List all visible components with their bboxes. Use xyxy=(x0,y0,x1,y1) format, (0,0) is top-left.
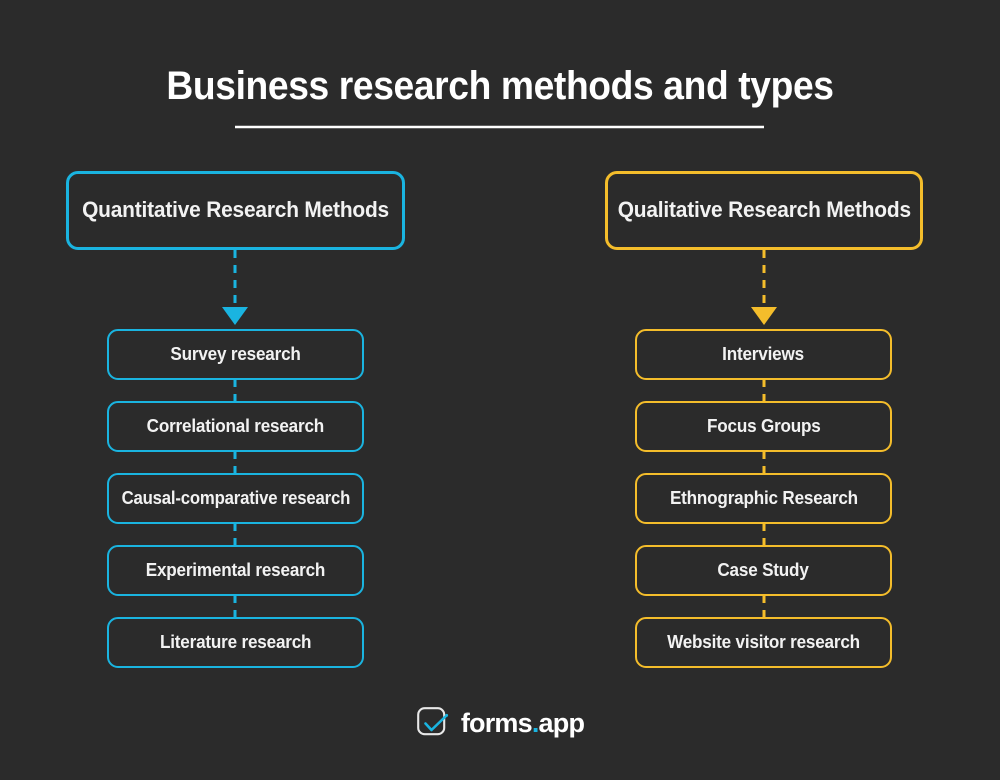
leaf-qualitative-3[interactable]: Ethnographic Research xyxy=(635,473,892,524)
leaf-qualitative-5[interactable]: Website visitor research xyxy=(635,617,892,668)
leaf-quantitative-5[interactable]: Literature research xyxy=(107,617,364,668)
leaf-label: Survey research xyxy=(170,343,301,364)
branch-heading-qualitative[interactable]: Qualitative Research Methods xyxy=(605,171,923,250)
branch-heading-quantitative[interactable]: Quantitative Research Methods xyxy=(66,171,405,250)
leaf-quantitative-2[interactable]: Correlational research xyxy=(107,401,364,452)
leaf-label: Correlational research xyxy=(146,415,325,436)
forms-app-logo-icon xyxy=(416,706,450,740)
logo-dot: . xyxy=(531,707,539,738)
leaf-label: Literature research xyxy=(159,631,312,652)
leaf-label: Interviews xyxy=(722,343,805,364)
leaf-label: Focus Groups xyxy=(706,415,821,436)
logo-word-app: app xyxy=(538,707,585,738)
leaf-qualitative-4[interactable]: Case Study xyxy=(635,545,892,596)
branch-heading-label: Quantitative Research Methods xyxy=(82,197,389,223)
leaf-label: Causal-comparative research xyxy=(121,487,350,508)
forms-app-wordmark: forms.app xyxy=(460,707,585,738)
leaf-qualitative-2[interactable]: Focus Groups xyxy=(635,401,892,452)
leaf-label: Case Study xyxy=(717,559,810,580)
arrow-head-qualitative xyxy=(751,307,777,325)
leaf-qualitative-1[interactable]: Interviews xyxy=(635,329,892,380)
logo-word-forms: forms xyxy=(460,707,533,738)
leaf-label: Experimental research xyxy=(145,559,326,580)
forms-app-logo[interactable]: forms.app xyxy=(0,706,1000,740)
arrow-head-quantitative xyxy=(222,307,248,325)
leaf-quantitative-1[interactable]: Survey research xyxy=(107,329,364,380)
leaf-label: Website visitor research xyxy=(667,631,860,652)
page-title: Business research methods and types xyxy=(166,64,834,108)
leaf-label: Ethnographic Research xyxy=(669,487,858,508)
leaf-quantitative-4[interactable]: Experimental research xyxy=(107,545,364,596)
branch-heading-label: Qualitative Research Methods xyxy=(617,197,911,223)
leaf-quantitative-3[interactable]: Causal-comparative research xyxy=(107,473,364,524)
